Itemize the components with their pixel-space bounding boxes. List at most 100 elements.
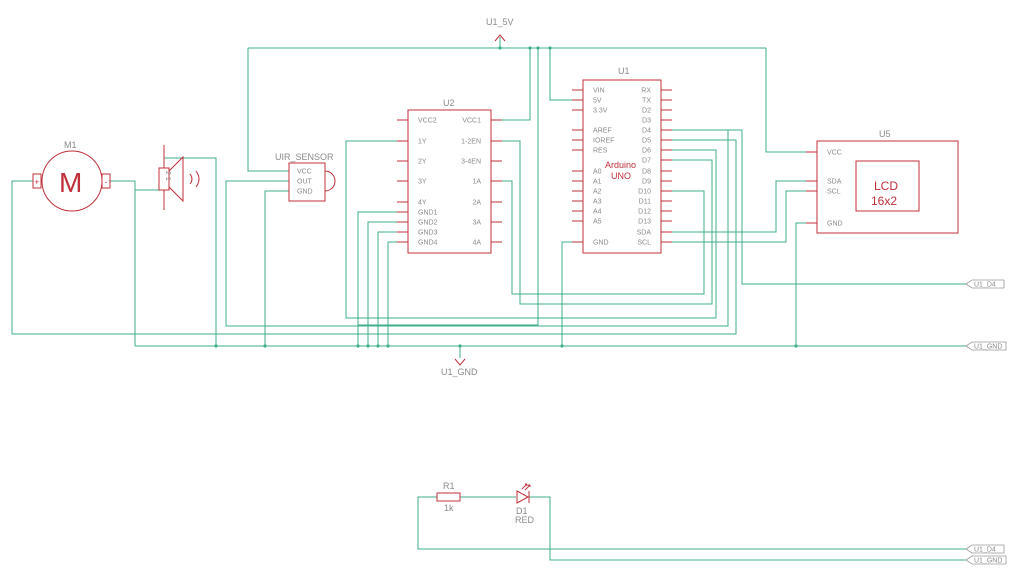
arduino-right-pin-label: D8 [642, 169, 651, 176]
driver-right-pin-label: 4A [472, 240, 481, 247]
arduino-name-line2: UNO [611, 171, 631, 181]
buzzer[interactable]: 2 1 [158, 145, 200, 210]
lcd-pin-label: SDA [827, 179, 842, 186]
ir-sensor-ref: UIR_SENSOR [275, 152, 334, 162]
wire-driver-1-2en [491, 140, 713, 305]
lcd-screen [855, 160, 920, 212]
wire-5v-to-driver-vcc2 [358, 48, 539, 326]
motor-plus-sign: + [35, 178, 40, 187]
arduino-right-pin-label: D10 [638, 189, 651, 196]
driver-left-pin-label: 4Y [418, 200, 427, 207]
ir-sensor-body [288, 162, 326, 202]
driver-right-pins: VCC1 1-2EN 3-4EN 1A 2A 3A 4A [461, 118, 502, 247]
motor-m1[interactable]: M1 + - M [32, 140, 111, 212]
arduino-right-pin-label: SCL [637, 240, 651, 247]
arduino-name-line1: Arduino [605, 160, 636, 170]
vcc-label: U1_5V [486, 17, 514, 27]
driver-left-pin-label: GND1 [418, 210, 438, 217]
lcd-line2: 16x2 [871, 194, 897, 208]
junction [356, 344, 360, 348]
wire-led-cathode [529, 496, 966, 561]
arduino-left-pin-label: GND [593, 240, 609, 247]
driver-left-pin-label: GND3 [418, 230, 438, 237]
lcd-pin-label: GND [827, 221, 843, 228]
vcc-symbol: U1_5V [486, 17, 514, 42]
net-port-d4: U1_D4 [965, 279, 1005, 289]
lcd-pins: VCC SDA SCL GND [806, 150, 843, 228]
driver-right-pin-label: 3A [472, 220, 481, 227]
wire-5v-to-driver-vcc1 [491, 48, 531, 121]
resistor-r1[interactable]: R1 1k [436, 481, 461, 513]
arduino-right-pin-label: D13 [638, 219, 651, 226]
arduino-left-pin-label: RES [593, 148, 608, 155]
driver-right-pin-label: VCC1 [462, 118, 481, 125]
arduino-right-pin-label: RX [641, 88, 651, 95]
junction [458, 344, 462, 348]
junction [498, 46, 502, 50]
arduino-ref: U1 [618, 66, 630, 76]
driver-left-pin-label: 3Y [418, 179, 427, 186]
junction [536, 46, 540, 50]
wire-scl [661, 190, 817, 243]
driver-left-pin-label: VCC2 [418, 118, 437, 125]
wire-motor-minus [109, 180, 136, 190]
net-port-gnd-led: U1_GND [965, 555, 1007, 565]
wire-5v-to-ir [247, 48, 289, 172]
junctions [214, 46, 798, 348]
junction [386, 344, 390, 348]
arduino-right-pin-label: D4 [642, 128, 651, 135]
junction [528, 46, 532, 50]
wire-led-loop [417, 496, 966, 550]
wire-buzzer-plus [163, 157, 217, 346]
arduino-right-pin-label: D7 [642, 158, 651, 165]
junction [214, 344, 218, 348]
arduino-left-pin-label: AREF [593, 128, 612, 135]
motor-minus-sign: - [105, 178, 108, 187]
net-port-gnd: U1_GND [965, 341, 1007, 351]
wire-driver-gnd1 [357, 211, 408, 346]
driver-right-pin-label: 1-2EN [461, 139, 481, 146]
wire-d4-port [661, 129, 966, 285]
driver-right-pin-label: 3-4EN [461, 159, 481, 166]
junction [560, 344, 564, 348]
driver-right-pin-label: 2A [472, 200, 481, 207]
driver-left-pin-label: 2Y [418, 159, 427, 166]
arduino-left-pin-label: A1 [593, 179, 602, 186]
arduino-u1[interactable]: U1 Arduino UNO VIN5V3.3VAREFIOREFRESA0A1… [572, 66, 672, 254]
ir-pin-vcc: VCC [297, 169, 312, 176]
wire-driver-gnd4 [387, 241, 408, 346]
driver-right-pin-label: 1A [472, 179, 481, 186]
arduino-left-pin-label: A3 [593, 199, 602, 206]
lcd-pin-label: SCL [827, 189, 841, 196]
port-d4-label: U1_D4 [974, 282, 996, 289]
resistor-value: 1k [444, 503, 454, 513]
port-gnd-led-label: U1_GND [974, 558, 1002, 565]
wire-driver-gnd3 [377, 231, 408, 346]
arduino-left-pin-label: A5 [593, 219, 602, 226]
motor-ref: M1 [64, 140, 77, 150]
led-triangle [516, 490, 530, 504]
arduino-right-pin-label: D6 [642, 148, 651, 155]
wire-driver-1y [345, 140, 717, 319]
arduino-right-pin-label: SDA [637, 230, 652, 237]
ir-sensor[interactable]: UIR_SENSOR VCC OUT GND [275, 152, 336, 202]
led-light-icon [521, 483, 531, 491]
led-d1[interactable]: D1 RED [515, 483, 535, 525]
motor-symbol: M [59, 167, 82, 198]
lcd-ref: U5 [879, 129, 891, 139]
gnd-symbol: U1_GND [441, 358, 478, 377]
arduino-right-pin-label: D5 [642, 138, 651, 145]
motor-plus-terminal [32, 173, 42, 189]
wire-5v-to-lcd [765, 48, 817, 153]
motor-minus-terminal [101, 173, 111, 189]
wire-sda [661, 180, 817, 233]
arduino-left-pin-label: A2 [593, 189, 602, 196]
gnd-label: U1_GND [441, 367, 478, 377]
arduino-right-pin-label: D9 [642, 179, 651, 186]
lcd-pin-label: VCC [827, 150, 842, 157]
